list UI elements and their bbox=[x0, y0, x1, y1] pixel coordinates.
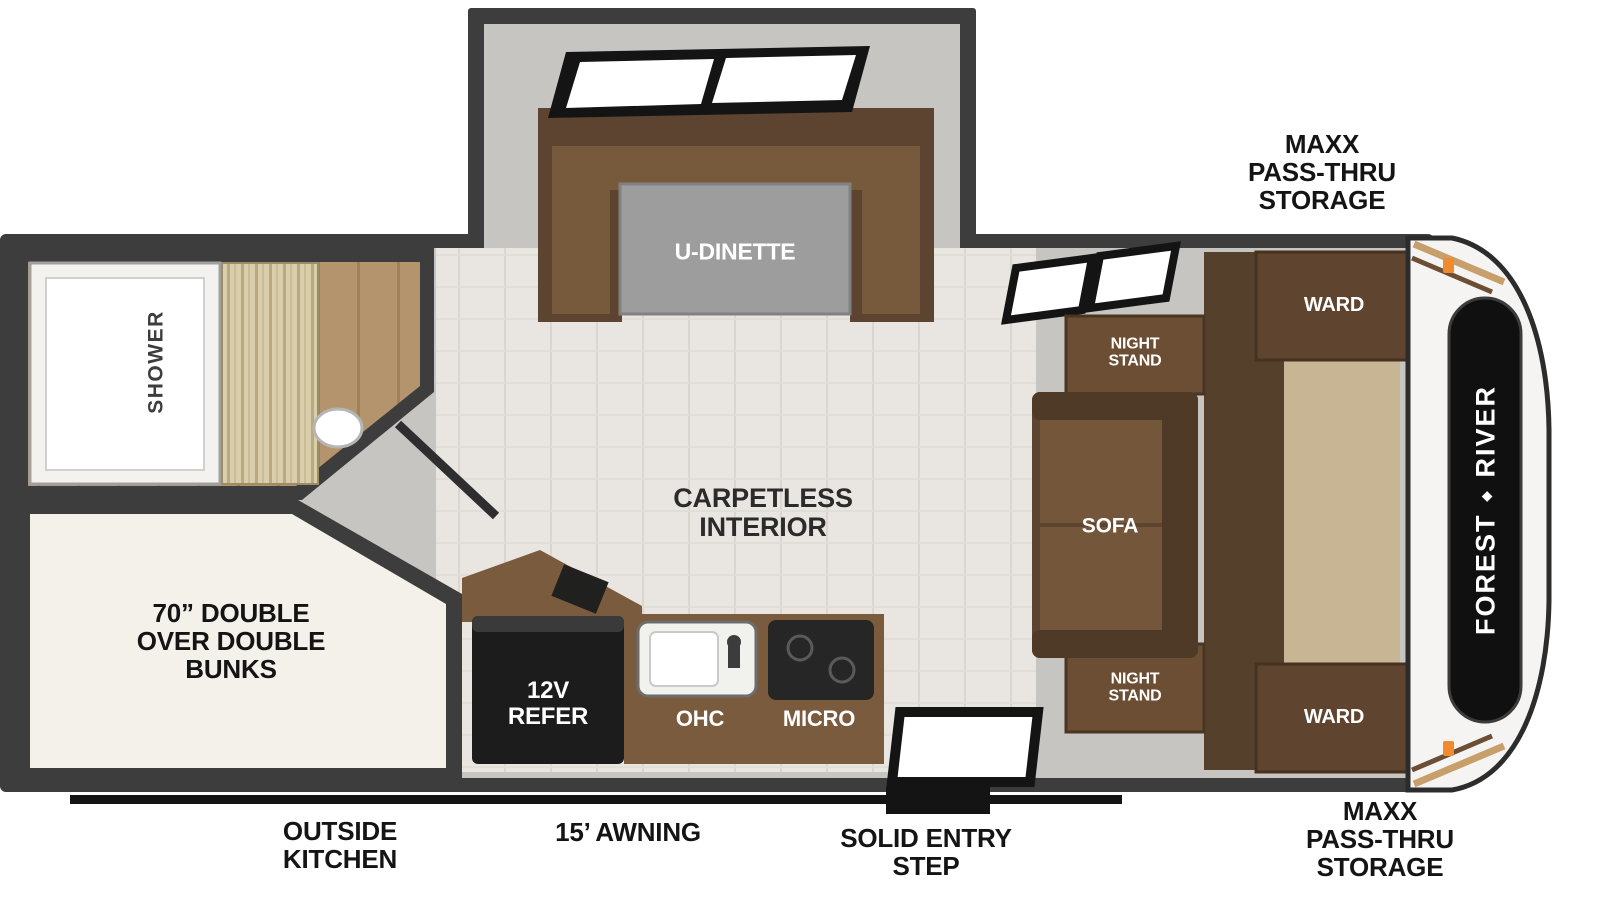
front-cap bbox=[1405, 235, 1552, 793]
dinette-table bbox=[618, 182, 852, 316]
kitchen bbox=[462, 550, 884, 764]
refrigerator-top-edge bbox=[472, 616, 624, 632]
burner-2 bbox=[828, 656, 856, 684]
dinette bbox=[538, 108, 934, 322]
sink-basin bbox=[649, 631, 719, 687]
faucet bbox=[727, 635, 741, 649]
wardrobe-bottom bbox=[1254, 662, 1414, 774]
cap-stripe-top-light bbox=[1412, 240, 1506, 286]
bunk-room bbox=[14, 500, 462, 792]
bedroom-window-1 bbox=[1001, 253, 1097, 325]
shower-pan-inner bbox=[45, 277, 205, 471]
night-stand-bottom-shape bbox=[1064, 642, 1206, 734]
clearance-light-top bbox=[1443, 258, 1454, 273]
entry-door bbox=[886, 707, 1044, 787]
clearance-light-bottom bbox=[1443, 741, 1454, 756]
sofa-shape bbox=[1032, 392, 1198, 658]
toilet bbox=[312, 407, 364, 449]
stove bbox=[768, 620, 874, 700]
bathroom bbox=[14, 248, 434, 500]
faucet-stem bbox=[728, 646, 740, 668]
water-heater bbox=[551, 564, 609, 614]
bedroom-furniture bbox=[1032, 250, 1414, 774]
bedroom-windows bbox=[1001, 241, 1181, 325]
bunk-mattress bbox=[30, 514, 446, 768]
brand-logo: FOREST ◆ RIVER bbox=[1471, 385, 1502, 635]
brand-word-1: FOREST bbox=[1470, 513, 1501, 636]
cap-stripe-top-dark bbox=[1411, 255, 1493, 295]
entry-step-shape bbox=[886, 787, 990, 814]
wardrobe-top bbox=[1254, 250, 1414, 362]
brand-pill bbox=[1447, 296, 1523, 724]
bedroom-window-2 bbox=[1085, 241, 1181, 313]
refrigerator bbox=[472, 616, 624, 764]
bed-platform bbox=[1284, 360, 1400, 668]
brand-word-2: RIVER bbox=[1470, 384, 1501, 478]
slideout-window bbox=[548, 46, 870, 118]
cap-stripe-bottom-light bbox=[1412, 742, 1506, 788]
awning-bar bbox=[70, 795, 1122, 804]
bathroom-door bbox=[394, 420, 500, 520]
burner-1 bbox=[786, 634, 814, 662]
shower-curtain bbox=[221, 262, 319, 485]
night-stand-top-shape bbox=[1064, 314, 1206, 396]
brand-emblem-icon: ◆ bbox=[1478, 489, 1494, 502]
